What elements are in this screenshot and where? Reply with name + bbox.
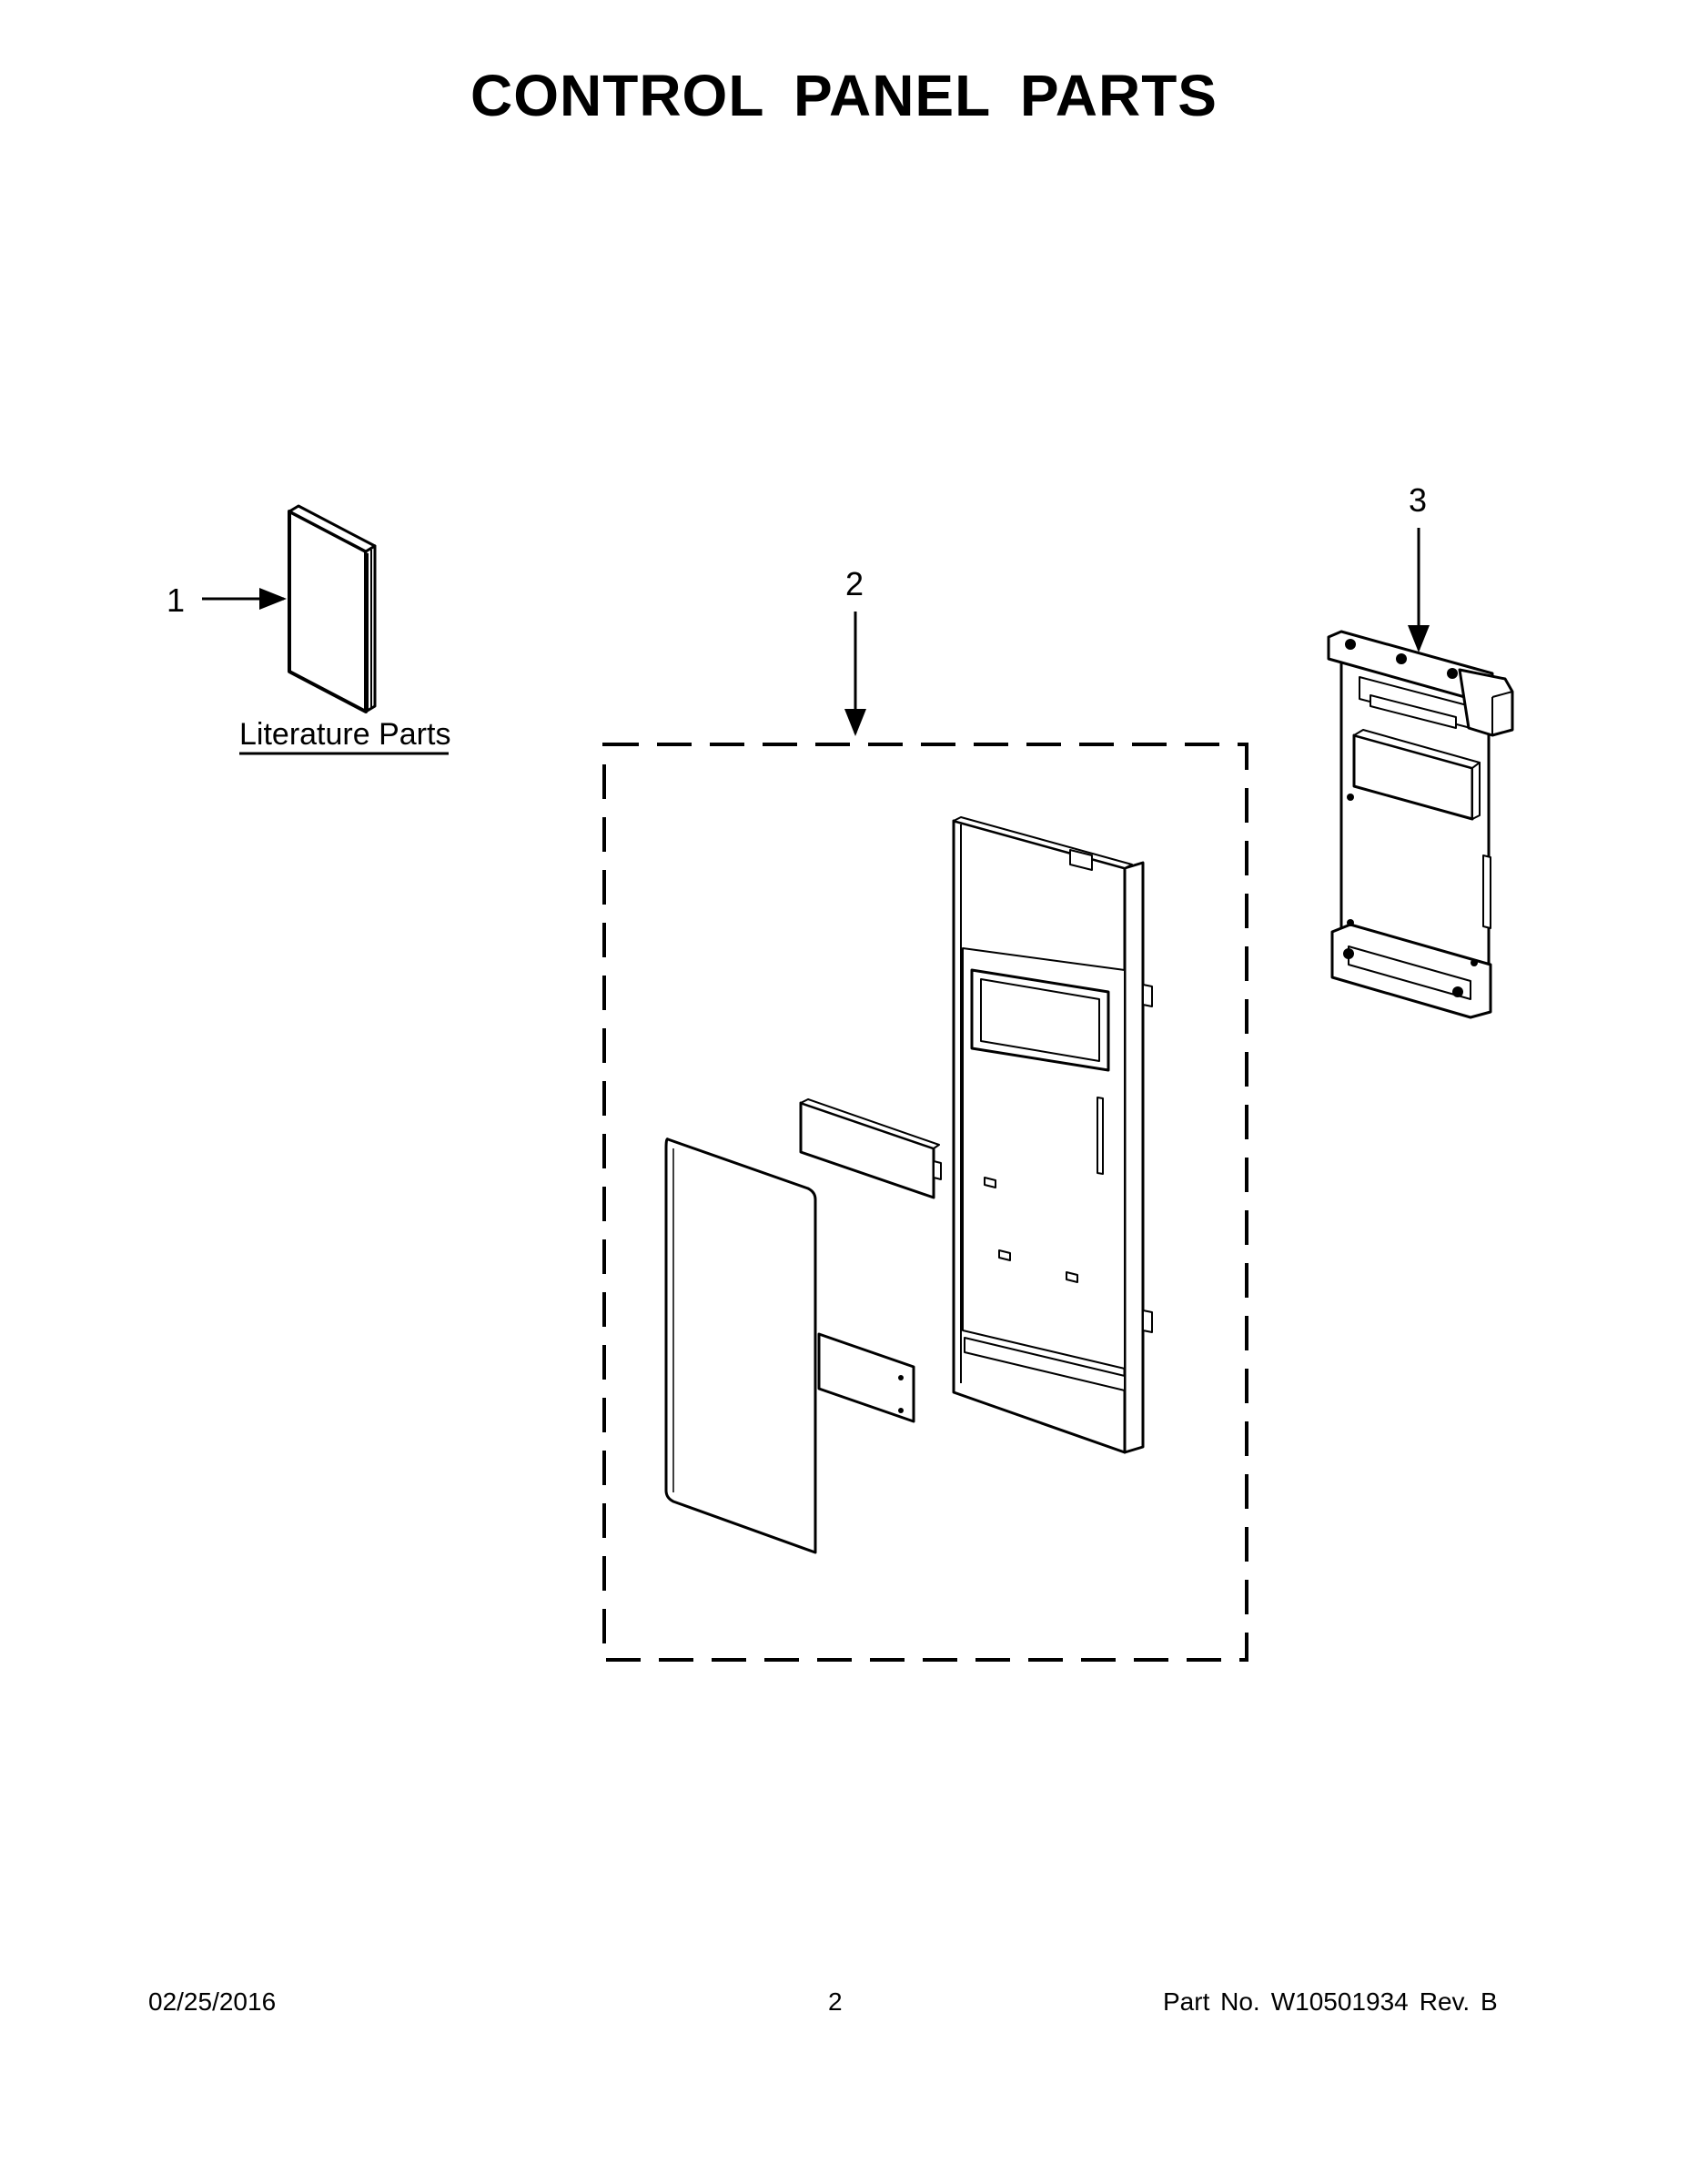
footer-part-label: Part No.	[1163, 1987, 1260, 2016]
circuit-plate-icon	[817, 1332, 915, 1423]
footer-date: 02/25/2016	[148, 1987, 277, 2016]
control-panel-housing-icon	[952, 816, 1153, 1454]
assembly-dashed-box	[602, 743, 1248, 1662]
callout-3: 3	[1409, 481, 1427, 519]
control-board-icon	[1327, 630, 1514, 1019]
page-title: CONTROL PANEL PARTS	[470, 63, 1218, 128]
footer-part-number: W10501934	[1270, 1987, 1409, 2016]
literature-booklet-icon	[288, 504, 377, 713]
overlay-panel-icon	[664, 1138, 817, 1554]
literature-parts-label: Literature Parts	[239, 717, 450, 752]
callout-2: 2	[845, 565, 864, 602]
footer-revision: Rev. B	[1419, 1987, 1498, 2016]
window-bracket-icon	[799, 1098, 942, 1199]
footer-page-number: 2	[828, 1987, 843, 2016]
callout-1: 1	[167, 581, 185, 619]
footer-part-info: Part No. W10501934 Rev. B	[1163, 1987, 1498, 2017]
